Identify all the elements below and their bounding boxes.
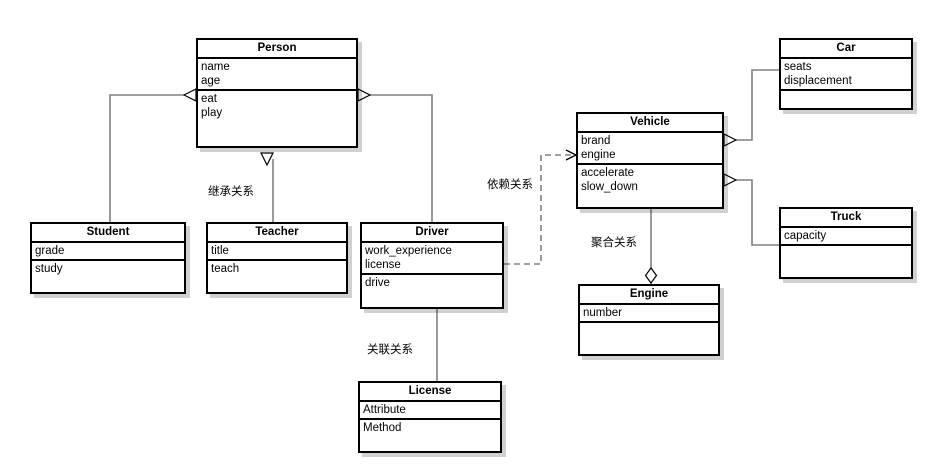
class-methods: eat play (198, 91, 356, 122)
relation-label-association: 关联关系 (367, 342, 413, 356)
class-title: Teacher (208, 224, 346, 243)
class-attributes: grade (32, 243, 184, 261)
class-attribute: age (201, 75, 221, 87)
class-method: eat (201, 93, 217, 105)
class-attribute: name (201, 61, 230, 73)
class-method: Method (363, 422, 402, 434)
class-title: Truck (781, 209, 911, 228)
class-method: drive (365, 277, 390, 289)
class-box-truck[interactable]: Truck capacity (779, 207, 913, 279)
class-methods: Method (360, 420, 500, 437)
class-methods (580, 323, 718, 326)
relation-label-aggregation: 聚合关系 (591, 235, 637, 249)
class-box-student[interactable]: Student grade study (30, 222, 186, 294)
edge-driver-person (358, 95, 433, 222)
class-attribute: license (365, 259, 401, 271)
class-box-person[interactable]: Person name age eat play (196, 38, 358, 148)
edge-truck-vehicle (724, 180, 779, 246)
class-title: Car (781, 40, 911, 59)
class-attributes: name age (198, 59, 356, 91)
class-method: play (201, 107, 223, 119)
class-attributes: work_experience license (362, 243, 502, 275)
class-box-driver[interactable]: Driver work_experience license drive (360, 222, 504, 309)
class-methods (781, 91, 911, 94)
class-title: Person (198, 40, 356, 59)
class-method: accelerate (581, 167, 635, 179)
class-box-car[interactable]: Car seats displacement (779, 38, 913, 110)
edge-car-vehicle (724, 69, 779, 140)
class-methods: drive (362, 275, 502, 292)
class-methods: study (32, 261, 184, 278)
edge-driver-vehicle (504, 155, 576, 265)
class-attributes: number (580, 305, 718, 323)
class-box-teacher[interactable]: Teacher title teach (206, 222, 348, 294)
class-method: study (35, 263, 63, 275)
class-attributes: brand engine (578, 133, 722, 165)
class-method: slow_down (581, 181, 638, 193)
class-box-vehicle[interactable]: Vehicle brand engine accelerate slow_dow… (576, 112, 724, 209)
class-attribute: grade (35, 245, 65, 257)
class-title: Driver (362, 224, 502, 243)
class-attributes: title (208, 243, 346, 261)
class-attribute: capacity (784, 230, 827, 242)
class-methods (781, 246, 911, 249)
class-attributes: Attribute (360, 402, 500, 420)
class-attribute: number (583, 307, 622, 319)
class-attribute: brand (581, 135, 611, 147)
class-attribute: engine (581, 149, 616, 161)
class-attributes: capacity (781, 228, 911, 246)
class-method: teach (211, 263, 240, 275)
class-title: Student (32, 224, 184, 243)
class-box-engine[interactable]: Engine number (578, 284, 720, 356)
class-box-license[interactable]: License Attribute Method (358, 381, 502, 453)
class-attributes: seats displacement (781, 59, 911, 91)
edge-student-person (109, 95, 196, 222)
class-attribute: title (211, 245, 229, 257)
class-methods: accelerate slow_down (578, 165, 722, 196)
class-title: Engine (580, 286, 718, 305)
class-attribute: displacement (784, 75, 852, 87)
relation-label-dependency: 依赖关系 (487, 177, 533, 191)
class-attribute: Attribute (363, 404, 406, 416)
class-attribute: work_experience (365, 245, 452, 257)
class-title: Vehicle (578, 114, 722, 133)
relation-label-inheritance: 继承关系 (208, 184, 254, 198)
class-attribute: seats (784, 61, 812, 73)
class-methods: teach (208, 261, 346, 278)
class-title: License (360, 383, 500, 402)
